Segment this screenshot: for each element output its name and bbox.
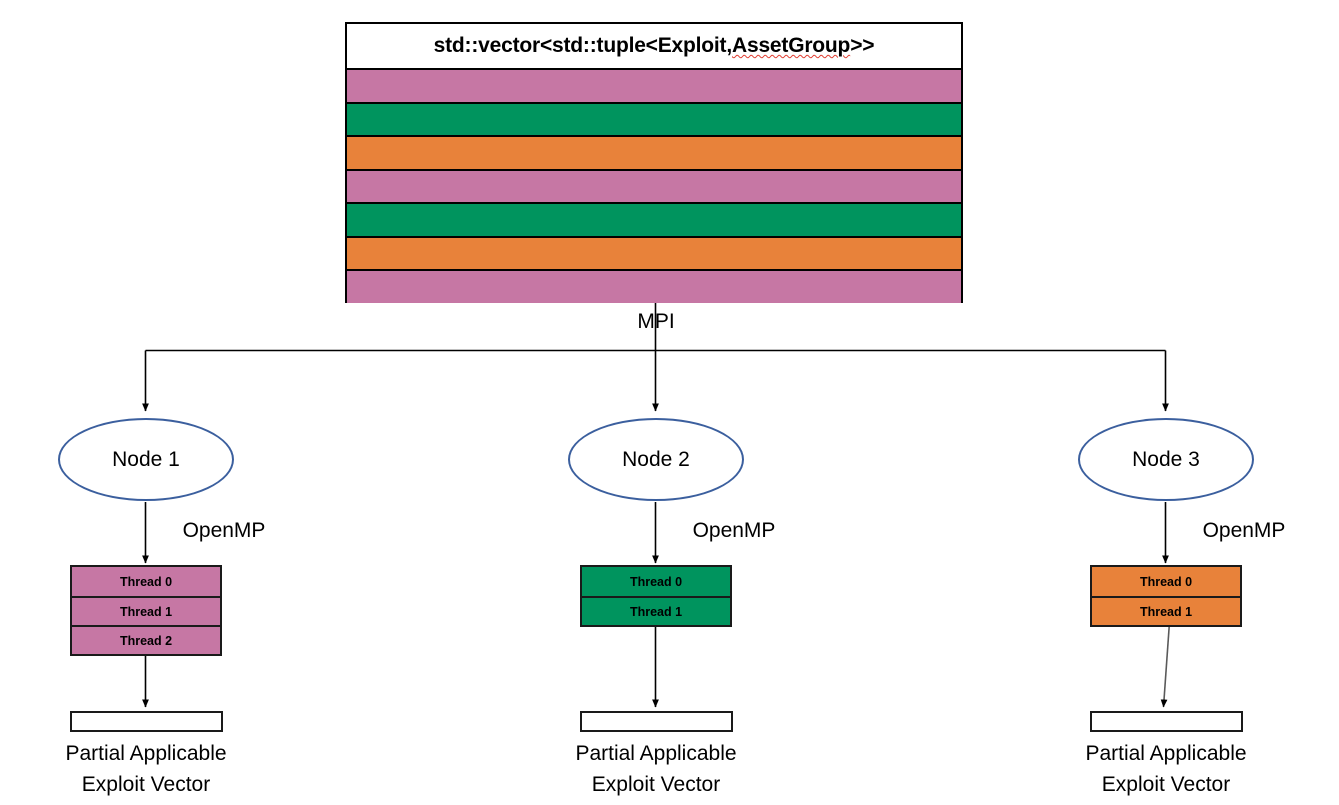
thread-box-1[interactable]: Thread 1 — [1092, 596, 1240, 625]
mpi-label: MPI — [637, 310, 675, 333]
node-ellipse-1[interactable]: Node 1 — [58, 418, 234, 501]
vector-row-4 — [347, 202, 961, 236]
node-ellipse-3[interactable]: Node 3 — [1078, 418, 1254, 501]
vector-row-6 — [347, 269, 961, 303]
caption-line-1: Partial Applicable — [1085, 742, 1247, 765]
node-label: Node 3 — [1132, 447, 1200, 471]
partial-output-box-2 — [580, 711, 733, 732]
vector-row-1 — [347, 101, 961, 135]
node-label: Node 2 — [622, 447, 690, 471]
thread-box-0[interactable]: Thread 0 — [72, 567, 220, 596]
openmp-label-1: OpenMP — [182, 519, 266, 542]
thread-box-1[interactable]: Thread 1 — [72, 596, 220, 625]
vector-row-list — [347, 68, 961, 303]
partial-output-box-1 — [70, 711, 223, 732]
caption-line-1: Partial Applicable — [65, 742, 227, 765]
vector-type-prefix: std::vector<std::tuple<Exploit, — [433, 34, 733, 57]
node-ellipse-2[interactable]: Node 2 — [568, 418, 744, 501]
vector-type-suffix: >> — [850, 34, 875, 57]
thread-box-2[interactable]: Thread 2 — [72, 625, 220, 654]
thread-box-0[interactable]: Thread 0 — [1092, 567, 1240, 596]
caption-line-2: Exploit Vector — [1101, 773, 1231, 796]
exploit-vector-box: std::vector<std::tuple<Exploit, AssetGro… — [345, 22, 963, 303]
partial-output-box-3 — [1090, 711, 1243, 732]
caption-line-2: Exploit Vector — [591, 773, 721, 796]
vector-type-assetgroup: AssetGroup — [732, 34, 851, 57]
caption-line-1: Partial Applicable — [575, 742, 737, 765]
thread-box-0[interactable]: Thread 0 — [582, 567, 730, 596]
vector-row-3 — [347, 168, 961, 202]
openmp-label-3: OpenMP — [1202, 519, 1286, 542]
thread-box-1[interactable]: Thread 1 — [582, 596, 730, 625]
vector-type-label: std::vector<std::tuple<Exploit, AssetGro… — [347, 24, 961, 68]
vector-row-0 — [347, 68, 961, 102]
vector-row-5 — [347, 235, 961, 269]
openmp-label-2: OpenMP — [692, 519, 776, 542]
node-label: Node 1 — [112, 447, 180, 471]
vector-row-2 — [347, 135, 961, 169]
caption-line-2: Exploit Vector — [81, 773, 211, 796]
